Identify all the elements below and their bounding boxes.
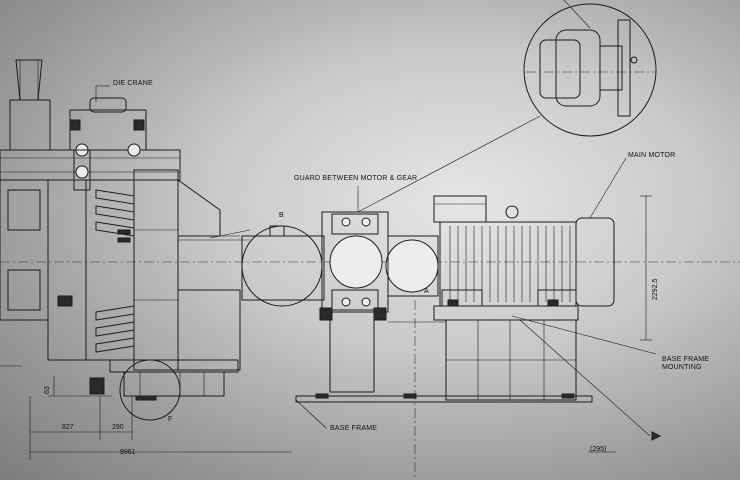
base-frame-mounting-label-line1: BASE FRAME (662, 356, 710, 363)
leader-main-motor (589, 157, 627, 219)
base-frame-label: BASE FRAME (330, 425, 378, 432)
die-crane-label: DIE CRANE (113, 80, 153, 87)
dim-290: 290 (112, 424, 124, 431)
dimension-lines (0, 195, 662, 460)
guard-label: GUARD BETWEEN MOTOR & GEAR (294, 175, 418, 182)
gearbox (319, 211, 439, 393)
shaft-coupling (241, 225, 325, 307)
mark-b: B (279, 212, 284, 219)
base-frame (295, 305, 593, 403)
detail-circle-b (241, 225, 323, 307)
leader-base-frame (295, 399, 327, 429)
leader-base-frame-mounting (511, 315, 657, 355)
coupling-detail (523, 3, 657, 137)
main-motor-label: MAIN MOTOR (628, 152, 676, 159)
transition-hood (177, 179, 251, 371)
press-base (89, 359, 239, 421)
die-crane (69, 97, 147, 191)
main-motor (433, 195, 615, 307)
mark-a: A (424, 288, 429, 295)
dim-295: (295) (590, 446, 607, 453)
dim-827: 827 (62, 424, 74, 431)
mark-f: F (168, 416, 173, 423)
dim-9961: 9961 (120, 449, 136, 456)
motor-cooling-fins (449, 226, 571, 302)
detail-circle-f (119, 359, 181, 421)
dim-63: 63 (44, 386, 51, 394)
dim-2292: 2292,5 (652, 278, 659, 300)
base-frame-mounting-label-line2: MOUNTING (662, 364, 702, 371)
die-shelves (57, 189, 135, 353)
